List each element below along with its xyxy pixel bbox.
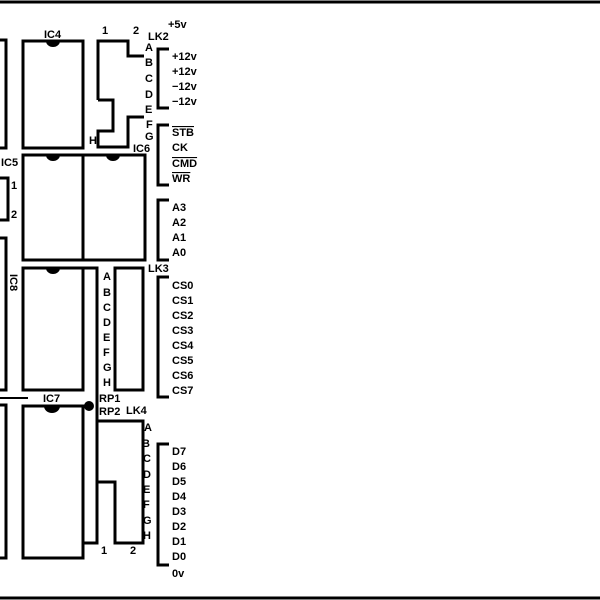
lk4-letter: B [142, 438, 150, 450]
power-bracket [156, 47, 169, 110]
ic6-label: IC6 [133, 143, 150, 155]
ic4-notch [46, 41, 60, 47]
lk3-letter: C [103, 302, 111, 314]
lk4-letter: H [143, 530, 151, 542]
address-line: A3 [172, 202, 186, 214]
ic7 [21, 404, 85, 560]
ic8-label: IC8 [7, 274, 19, 291]
lk2-letters: A B C D E F G [145, 42, 154, 143]
left-partial-ic-2 [0, 236, 8, 392]
control-line: CK [172, 142, 188, 154]
address-line: A1 [172, 232, 186, 244]
lk2-letter: D [145, 89, 153, 101]
ic4 [21, 39, 85, 150]
lk2-outline-bottom [96, 98, 144, 149]
left-link-pin2: 2 [11, 209, 17, 221]
lk2-pin1: 1 [102, 25, 108, 37]
lk4-letters: A B C D E F G H [142, 422, 152, 542]
chip-select-lines: CS0 CS1 CS2 CS3 CS4 CS5 CS6 CS7 [172, 280, 194, 397]
cs-line: CS2 [172, 310, 193, 322]
left-partial-ic-3 [0, 403, 8, 560]
data-line: D3 [172, 506, 186, 518]
data-line: D5 [172, 476, 186, 488]
lk3-letter: D [103, 317, 111, 329]
cs-line: CS4 [172, 340, 194, 352]
lk2-letter: F [146, 119, 153, 131]
lk2-letter: A [145, 42, 153, 54]
lk3-letter: B [103, 287, 111, 299]
lk4-letter: F [143, 499, 150, 511]
data-bus-lines: D7 D6 D5 D4 D3 D2 D1 D0 [172, 446, 187, 563]
data-line: D1 [172, 536, 186, 548]
power-line: +12v [172, 66, 198, 78]
lk3-letter: A [103, 271, 111, 283]
ic5-notch [46, 155, 60, 161]
lk2-letter: E [145, 104, 152, 116]
vertical-trace [83, 266, 99, 545]
ic7-label: IC7 [43, 393, 60, 405]
ic5-label: IC5 [1, 157, 18, 169]
left-link-pin1: 1 [11, 180, 17, 192]
control-bracket [156, 123, 169, 187]
lk2-letter: C [145, 73, 153, 85]
lk4-letter: C [143, 453, 151, 465]
cs-line: CS3 [172, 325, 193, 337]
data-line: D6 [172, 461, 186, 473]
junction-dot [84, 401, 94, 411]
control-line: STB [172, 127, 194, 139]
power-line: −12v [172, 96, 198, 108]
lk4-letter: E [143, 484, 150, 496]
rp1-label: RP1 [99, 393, 120, 405]
lk4-letter: G [143, 515, 152, 527]
lk2-label: LK2 [148, 31, 169, 43]
cs-line: CS6 [172, 370, 193, 382]
lk4-pin1: 1 [101, 545, 107, 557]
data-line: D0 [172, 551, 186, 563]
plus5v-label: +5v [168, 19, 188, 31]
lk3-resistor-pack [113, 266, 145, 392]
lk3-letters: A B C D E F G H [103, 271, 112, 389]
ic8 [21, 266, 85, 392]
ic7-notch [44, 406, 60, 413]
data-bus-bracket [156, 442, 169, 567]
lk2-h: H [89, 135, 97, 147]
lk4-letter: D [143, 469, 151, 481]
lk4-letter: A [144, 422, 152, 434]
cs-line: CS0 [172, 280, 193, 292]
lk3-letter: E [103, 332, 110, 344]
power-line: +12v [172, 51, 198, 63]
address-line: A0 [172, 247, 186, 259]
lk3-letter: F [103, 347, 110, 359]
lk3-letter: H [103, 377, 111, 389]
ic6-notch [106, 155, 120, 161]
control-line: CMD [172, 158, 197, 170]
control-line: WR [172, 173, 190, 185]
address-line: A2 [172, 217, 186, 229]
power-line: −12v [172, 81, 198, 93]
lk2-letter: G [145, 131, 154, 143]
lk2-letter: B [145, 57, 153, 69]
cs-line: CS1 [172, 295, 193, 307]
data-line: D4 [172, 491, 187, 503]
lk3-label: LK3 [148, 263, 169, 275]
lk4-pin2: 2 [130, 545, 136, 557]
left-partial-ic-1 [0, 38, 8, 150]
chip-select-bracket [156, 275, 169, 399]
cs-line: CS5 [172, 355, 193, 367]
ic4-label: IC4 [44, 29, 62, 41]
data-line: D7 [172, 446, 186, 458]
lk4-outline [97, 419, 145, 545]
ic8-notch [46, 268, 60, 274]
rp2-label: RP2 [99, 406, 120, 418]
left-link-bracket [0, 176, 10, 222]
ground-label: 0v [172, 568, 185, 580]
lk3-letter: G [103, 362, 112, 374]
lk2-outline-top [96, 39, 144, 100]
address-bracket [156, 198, 169, 262]
lk4-label: LK4 [126, 405, 148, 417]
lk2-pin2: 2 [133, 25, 139, 37]
cs-line: CS7 [172, 385, 193, 397]
data-line: D2 [172, 521, 186, 533]
